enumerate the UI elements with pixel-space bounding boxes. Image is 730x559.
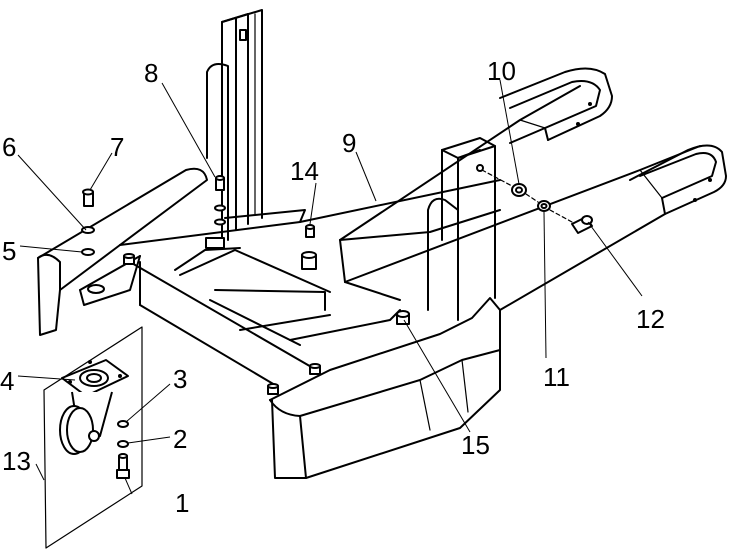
callout-7: 7 [110, 132, 124, 162]
callout-12: 12 [636, 304, 665, 334]
callout-11: 11 [543, 362, 570, 392]
left-caster-arm [37, 167, 208, 336]
parts-1-2-3-bolt-stack [116, 420, 130, 479]
part-7-bolt-stack [81, 188, 95, 256]
fork-right-upper [339, 67, 613, 241]
part-4-caster-wheel [59, 359, 129, 455]
callout-3: 3 [173, 364, 187, 394]
callout-4: 4 [0, 366, 14, 396]
front-bumper [269, 297, 501, 479]
callout-1: 1 [175, 488, 189, 518]
callout-15: 15 [461, 430, 490, 460]
parts-10-11-12 [481, 169, 593, 234]
callout-5: 5 [2, 236, 16, 266]
left-mast [206, 9, 263, 241]
leader-lines [17, 79, 643, 495]
fork-right-lower [344, 144, 727, 311]
part-8-bolt-stack [214, 175, 226, 226]
frame-cross-members [129, 237, 401, 386]
callout-13: 13 [2, 446, 31, 476]
callout-9: 9 [342, 128, 356, 158]
frame-hardware [123, 253, 410, 395]
right-mast [427, 137, 496, 321]
part-14-stud [301, 224, 317, 270]
callout-10: 10 [487, 56, 516, 86]
callout-14: 14 [290, 156, 319, 186]
callout-8: 8 [144, 58, 158, 88]
callout-labels: 1 2 3 4 5 6 7 8 9 10 11 12 13 14 15 [0, 56, 665, 518]
callout-2: 2 [173, 424, 187, 454]
caster-detail-frame [43, 326, 143, 549]
callout-6: 6 [2, 132, 16, 162]
base-plate [119, 179, 501, 301]
